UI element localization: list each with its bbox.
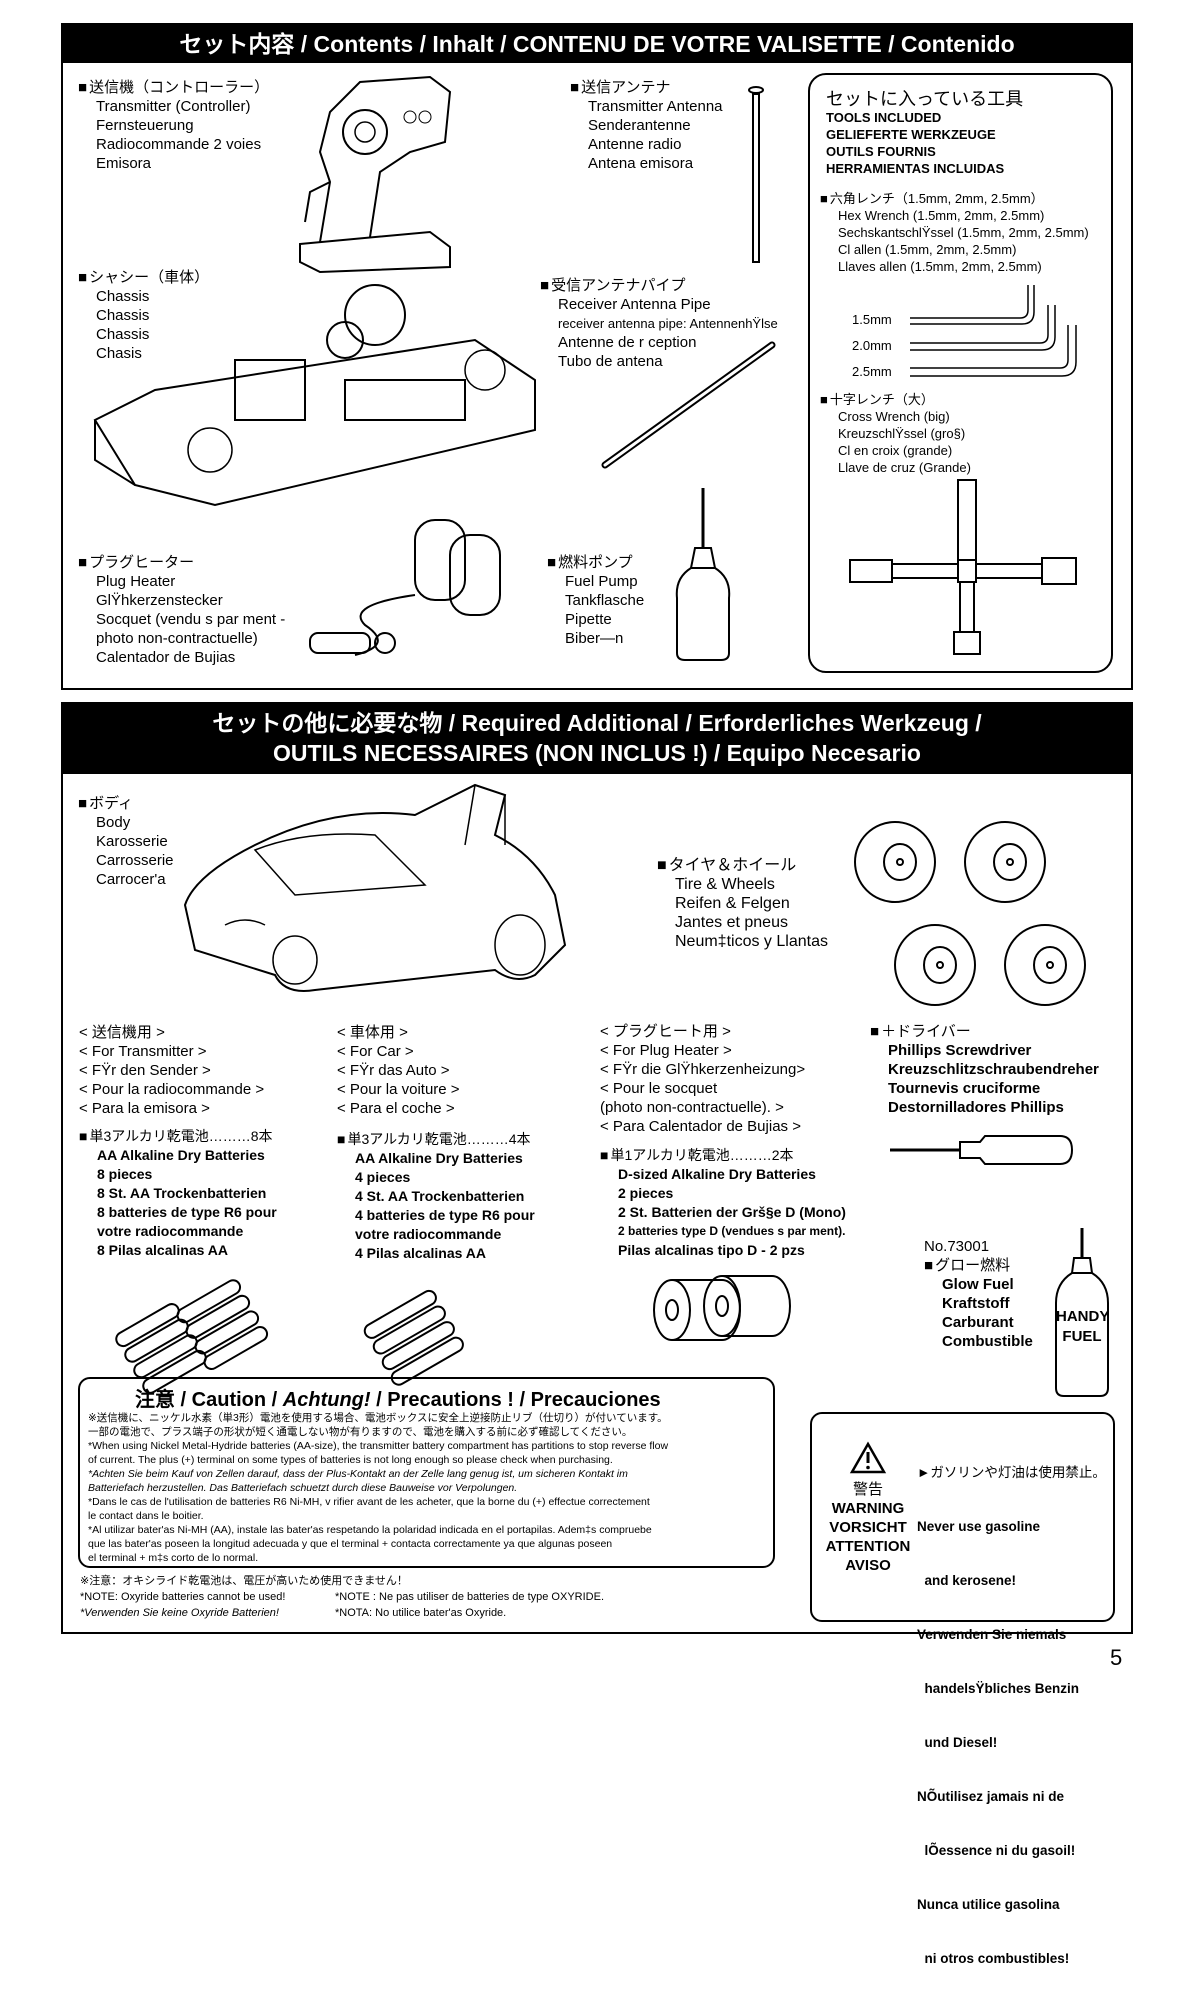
item-transmitter-head: 送信機（コントローラー） <box>78 78 269 97</box>
warning-triangle-icon <box>849 1441 887 1474</box>
oxyride-note: ※注意：オキシライド乾電池は、電圧が高いため使用できません！ *NOTE: Ox… <box>80 1575 605 1619</box>
caution-box: 注意 / Caution / Achtung! / Precautions ! … <box>78 1377 775 1568</box>
fuel-bottle-illustration: HANDY FUEL <box>1052 1228 1112 1398</box>
screwdriver-illustration <box>890 1135 1074 1165</box>
col-transmitter: < 送信機用 > < For Transmitter > < FŸr den S… <box>79 1024 265 1117</box>
item-screwdriver: ＋ドライバー Phillips Screwdriver Kreuzschlitz… <box>870 1022 1099 1117</box>
tires-illustration <box>854 821 1086 1006</box>
hex-wrench-illustration <box>910 285 1077 377</box>
plug-heater-illustration <box>309 519 501 656</box>
receiver-pipe-illustration <box>601 341 776 469</box>
caution-title: 注意 / Caution / Achtung! / Precautions ! … <box>135 1389 661 1411</box>
item-hex-wrench: 六角レンチ（1.5mm, 2mm, 2.5mm） Hex Wrench (1.5… <box>820 190 1089 275</box>
warning-box: 警告 WARNING VORSICHT ATTENTION AVISO ►ガソリ… <box>810 1412 1115 1966</box>
page-number: 5 <box>1110 1645 1123 1670</box>
d-batteries-illustration <box>653 1275 791 1341</box>
batteries-plug-heater: 単1アルカリ乾電池………2本 D-sized Alkaline Dry Batt… <box>600 1146 845 1260</box>
item-receiver-pipe: 受信アンテナパイプ Receiver Antenna Pipe receiver… <box>540 276 778 371</box>
batteries-car: 単3アルカリ乾電池………4本 AA Alkaline Dry Batteries… <box>337 1130 534 1263</box>
item-tires: タイヤ＆ホイール Tire & Wheels Reifen & Felgen J… <box>657 856 828 951</box>
antenna-illustration <box>748 86 764 263</box>
required-title: セットの他に必要な物 / Required Additional / Erfor… <box>63 704 1131 774</box>
item-fuel-pump: 燃料ポンプ Fuel Pump Tankflasche Pipette Bibe… <box>547 553 644 648</box>
fuel-pump-illustration <box>675 488 731 661</box>
item-body: ボディ Body Karosserie Carrosserie Carrocer… <box>78 794 173 889</box>
tools-title-jp: セットに入っている工具 <box>826 89 1024 109</box>
aa-batteries-8-illustration <box>115 1279 269 1394</box>
aa-batteries-4-illustration <box>363 1289 464 1386</box>
tools-included-box: セットに入っている工具 TOOLS INCLUDED GELIEFERTE WE… <box>808 73 1113 673</box>
body-illustration <box>183 783 567 992</box>
contents-panel: セット内容 / Contents / Inhalt / CONTENU DE V… <box>61 23 1133 690</box>
item-glow-fuel: No.73001 グロー燃料 Glow Fuel Kraftstoff Carb… <box>924 1237 1033 1351</box>
col-car: < 車体用 > < For Car > < FŸr das Auto > < P… <box>337 1024 460 1117</box>
batteries-transmitter: 単3アルカリ乾電池………8本 AA Alkaline Dry Batteries… <box>79 1127 276 1260</box>
item-chassis: シャシー（車体） Chassis Chassis Chassis Chasis <box>78 268 209 363</box>
item-antenna: 送信アンテナ Transmitter Antenna Senderantenne… <box>570 78 722 173</box>
transmitter-illustration <box>299 75 452 274</box>
cross-wrench-illustration <box>849 479 1077 655</box>
item-plug-heater: プラグヒーター Plug Heater GlŸhkerzenstecker So… <box>78 553 285 667</box>
item-transmitter: 送信機（コントローラー） Transmitter (Controller) Fe… <box>78 78 269 173</box>
contents-title: セット内容 / Contents / Inhalt / CONTENU DE V… <box>63 25 1131 63</box>
item-cross-wrench: 十字レンチ（大） Cross Wrench (big) KreuzschlŸss… <box>820 391 971 476</box>
chassis-illustration <box>93 284 536 507</box>
required-panel: セットの他に必要な物 / Required Additional / Erfor… <box>61 702 1133 1634</box>
col-plug-heater: < プラグヒート用 > < For Plug Heater > < FŸr di… <box>600 1023 806 1135</box>
